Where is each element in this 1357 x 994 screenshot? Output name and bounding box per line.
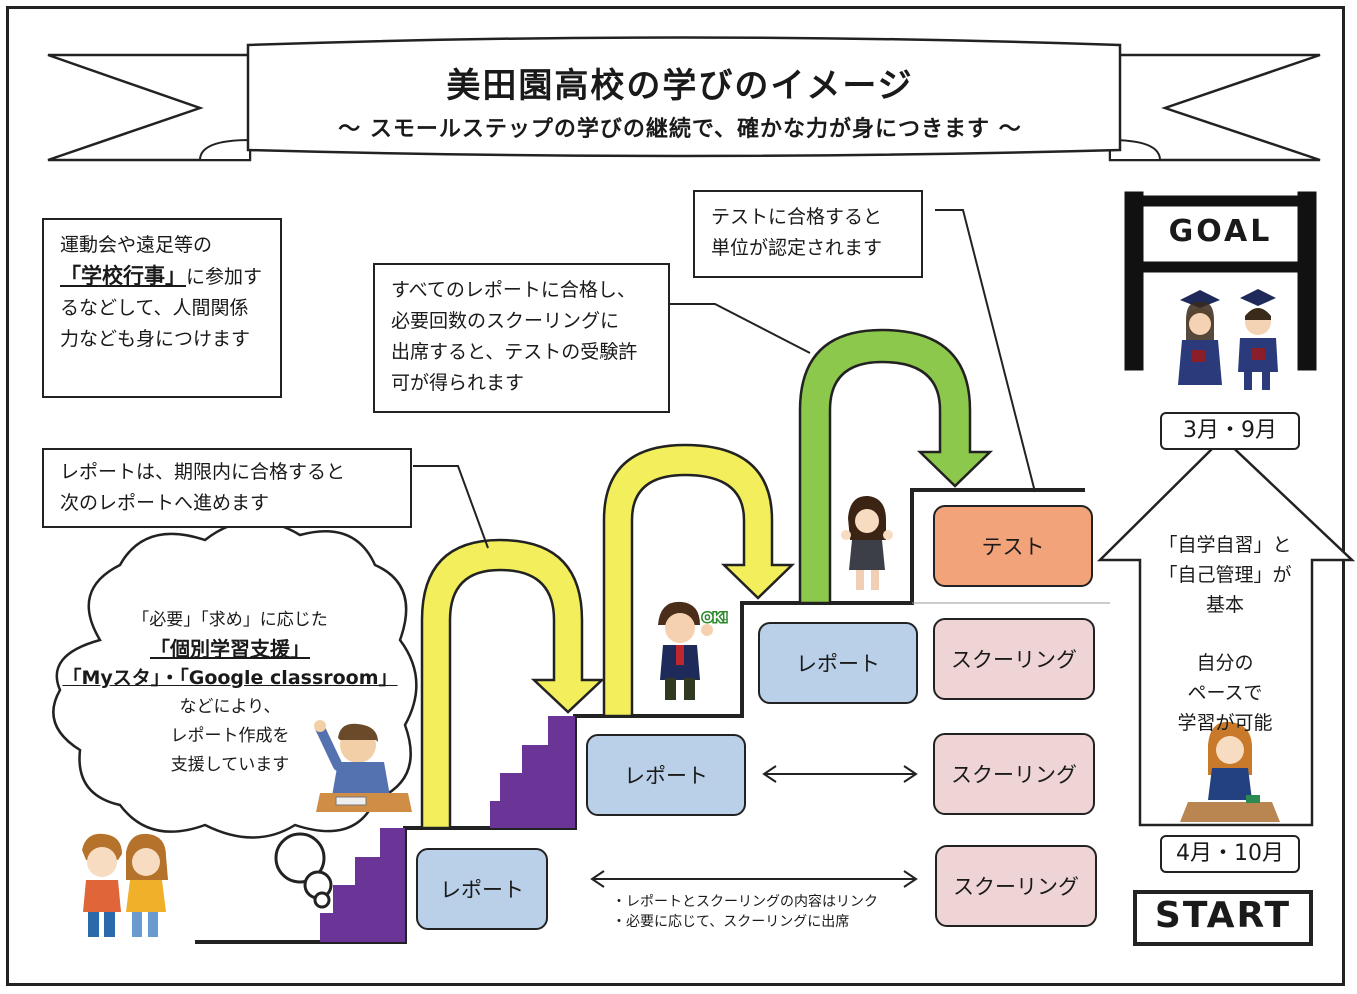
cloud-line3: 「Myスタ」・「Google classroom」 [62,667,398,689]
report-deadline-line1: レポートは、期限内に合格すると [60,461,346,483]
purple-steps-lower [320,828,405,942]
purple-steps-middle [490,716,575,828]
two-kids-illustration [82,833,168,937]
all-reports-line2: 必要回数のスクーリングに [391,310,620,332]
banner-right-tail [1108,53,1321,162]
banner-main [246,36,1122,158]
test-pass-line2: 単位が認定されます [711,237,883,259]
self-study-line4: 自分の [1196,652,1254,674]
school-events-line4: 力なども身につけます [60,328,251,350]
leader-line-report-deadline [413,465,489,549]
school-events-line1: 運動会や遠足等の [60,234,213,256]
double-arrow-middle [762,765,918,783]
learning-support-text: 「必要」「求め」に応じた 「個別学習支援」 「Myスタ」・「Google cla… [55,606,405,780]
page-subtitle: ～ スモールステップの学びの継続で、確かな力が身につきます ～ [338,117,1022,142]
yellow-arrow-2 [602,443,796,718]
test-pass-line1: テストに合格すると [711,206,883,228]
school-events-note: 運動会や遠足等の 「学校行事」に参加す るなどして、人間関係 力なども身につけま… [42,218,282,398]
cloud-line1: 「必要」「求め」に応じた [132,610,328,630]
cloud-line5: レポート作成を [170,726,290,746]
school-events-line2: 「学校行事」に参加す [60,261,264,293]
self-study-text: 「自学自習」と 「自己管理」が 基本 自分の ペースで 学習が可能 [1150,530,1300,738]
schooling-box-step3: スクーリング [933,618,1095,700]
graduation-months: 3月・9月 [1160,412,1300,450]
leader-line-all-reports [670,303,811,354]
graduates-illustration [1178,289,1278,390]
schooling-box-step1: スクーリング [935,845,1097,927]
self-study-line2: 「自己管理」が [1158,564,1292,586]
self-study-line1: 「自学自習」と [1158,534,1292,556]
banner-left-tail [47,53,252,162]
report-deadline-note: レポートは、期限内に合格すると 次のレポートへ進めます [42,448,412,528]
all-reports-line3: 出席すると、テストの受験許 [391,341,638,363]
up-arrow [1096,436,1356,827]
all-reports-line1: すべてのレポートに合格し、 [391,279,636,301]
cloud-line4: などにより、 [179,697,281,717]
link-note-line2: ・必要に応じて、スクーリングに出席 [612,914,850,930]
report-box-step2: レポート [586,734,746,816]
report-deadline-line2: 次のレポートへ進めます [60,492,270,514]
school-events-line3: るなどして、人間関係 [60,297,249,319]
waving-boy-illustration [314,720,412,812]
ok-boy-illustration: OK! [658,601,729,700]
banner-left-fold [198,138,251,161]
thought-cloud [52,519,418,839]
link-note: ・レポートとスクーリングの内容はリンク ・必要に応じて、スクーリングに出席 [612,892,912,932]
leader-line-test-pass [935,209,1036,493]
self-study-line3: 基本 [1205,594,1244,616]
all-reports-line4: 可が得られます [391,372,525,394]
student-desk-illustration [1180,721,1280,822]
report-box-step1: レポート [416,848,548,930]
green-arrow [798,328,994,605]
self-study-spacer [1150,620,1300,648]
goal-gate [1124,191,1317,371]
school-events-line2-rest: に参加す [186,266,263,288]
self-study-line6: 学習が可能 [1177,712,1273,734]
cloud-line2: 「個別学習支援」 [150,637,310,661]
outer-frame [6,6,1345,986]
test-box: テスト [933,505,1093,587]
page-title: 美田園高校の学びのイメージ [446,66,914,106]
start-label: START [1133,890,1313,946]
link-note-line1: ・レポートとスクーリングの内容はリンク [612,894,878,910]
thought-bubble-small [313,891,331,909]
yellow-arrow-1 [420,538,606,830]
test-pass-note: テストに合格すると 単位が認定されます [693,190,923,278]
report-box-step3: レポート [758,622,918,704]
entry-months: 4月・10月 [1160,835,1300,873]
suit-woman-illustration [841,495,893,590]
self-study-line5: ペースで [1187,682,1263,704]
school-events-emph: 「学校行事」 [60,264,186,288]
double-arrow-bottom [590,870,918,888]
banner-right-fold [1109,138,1162,161]
all-reports-note: すべてのレポートに合格し、 必要回数のスクーリングに 出席すると、テストの受験許… [373,263,670,413]
goal-label: GOAL [1168,214,1273,249]
schooling-box-step2: スクーリング [933,733,1095,815]
thought-bubble-large [274,832,326,884]
ok-sign-text: OK! [702,609,728,625]
cloud-line6: 支援しています [170,755,290,775]
